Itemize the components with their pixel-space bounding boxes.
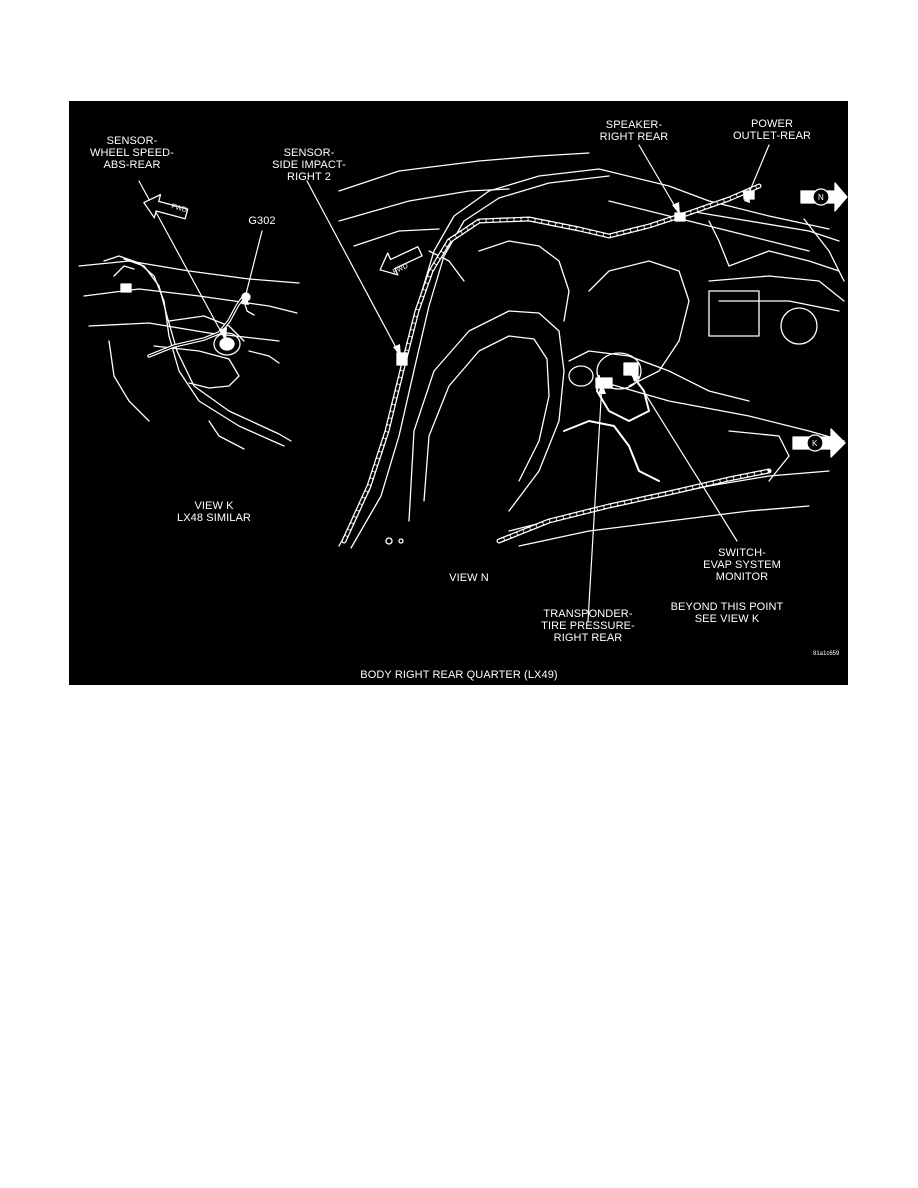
- label-beyond-this-point: BEYOND THIS POINT SEE VIEW K: [670, 601, 784, 625]
- wiring-diagram-figure: FWD FWD N K SENSOR- WHEEL SPEED- ABS-REA…: [69, 101, 848, 685]
- figure-code: 81a1c659: [813, 651, 840, 657]
- label-sensor-wheel-speed: SENSOR- WHEEL SPEED- ABS-REAR: [90, 135, 174, 171]
- fwd-arrow-main: [379, 246, 423, 276]
- label-transponder: TRANSPONDER- TIRE PRESSURE- RIGHT REAR: [541, 608, 635, 644]
- view-marker-k-text: K: [812, 439, 818, 448]
- view-marker-n: [800, 182, 848, 212]
- view-marker-k: [792, 428, 846, 458]
- label-sensor-side-impact: SENSOR- SIDE IMPACT- RIGHT 2: [272, 147, 346, 183]
- label-power-outlet-rear: POWER OUTLET-REAR: [732, 118, 812, 142]
- fwd-arrow-left: [143, 193, 189, 220]
- fwd-text-left: FWD: [170, 203, 187, 214]
- wiring-diagram-illustration: FWD FWD N K: [78, 144, 848, 622]
- label-switch-evap: SWITCH- EVAP SYSTEM MONITOR: [703, 547, 781, 583]
- view-marker-n-text: N: [818, 193, 824, 202]
- view-k-illustration: [78, 255, 300, 450]
- label-g302: G302: [248, 215, 276, 227]
- view-n-illustration: [338, 152, 845, 549]
- label-view-k: VIEW K LX48 SIMILAR: [177, 500, 251, 524]
- label-speaker-right-rear: SPEAKER- RIGHT REAR: [599, 119, 669, 143]
- figure-caption: BODY RIGHT REAR QUARTER (LX49): [360, 669, 558, 681]
- label-view-n: VIEW N: [449, 572, 489, 584]
